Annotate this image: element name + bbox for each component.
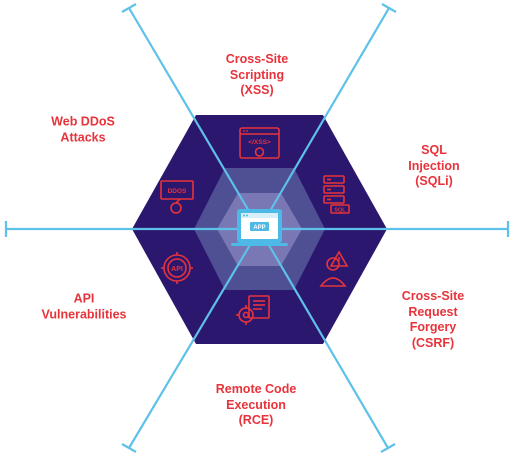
divider-line-bottom-right: [258, 228, 389, 449]
api-gear-icon: API: [161, 252, 193, 284]
cap-top-left: [121, 3, 137, 13]
label-csrf: Cross-Site Request Forgery (CSRF): [401, 289, 465, 350]
label-xss: Cross-Site Scripting (XSS): [225, 51, 289, 97]
cap-bottom-right: [380, 443, 396, 453]
ddos-bomb-icon: DDOS: [160, 180, 194, 214]
code-gear-icon: [236, 295, 270, 325]
label-rce: Remote Code Execution (RCE): [215, 381, 297, 427]
cap-top-right: [381, 3, 397, 13]
hacker-alert-icon: [319, 250, 349, 287]
divider-line-top-left: [128, 7, 261, 230]
divider-lines: [4, 3, 510, 453]
label-api: API Vulnerabilities: [41, 291, 127, 322]
sql-icon-text: SQL: [334, 208, 346, 214]
xss-browser-icon: </XSS>: [239, 127, 280, 159]
xss-icon-text: </XSS>: [248, 139, 271, 146]
cap-bottom-left: [121, 443, 137, 453]
divider-line-top-right: [258, 7, 390, 230]
label-ddos: Web DDoS Attacks: [51, 114, 115, 145]
sql-server-icon: SQL: [323, 175, 350, 214]
ddos-icon-text: DDOS: [168, 188, 187, 195]
api-icon-text: API: [171, 266, 183, 273]
divider-line-bottom-left: [128, 228, 261, 449]
app-window-icon: APP: [231, 209, 288, 246]
label-sqli: SQL Injection (SQLi): [408, 142, 460, 188]
app-label: APP: [253, 225, 265, 231]
